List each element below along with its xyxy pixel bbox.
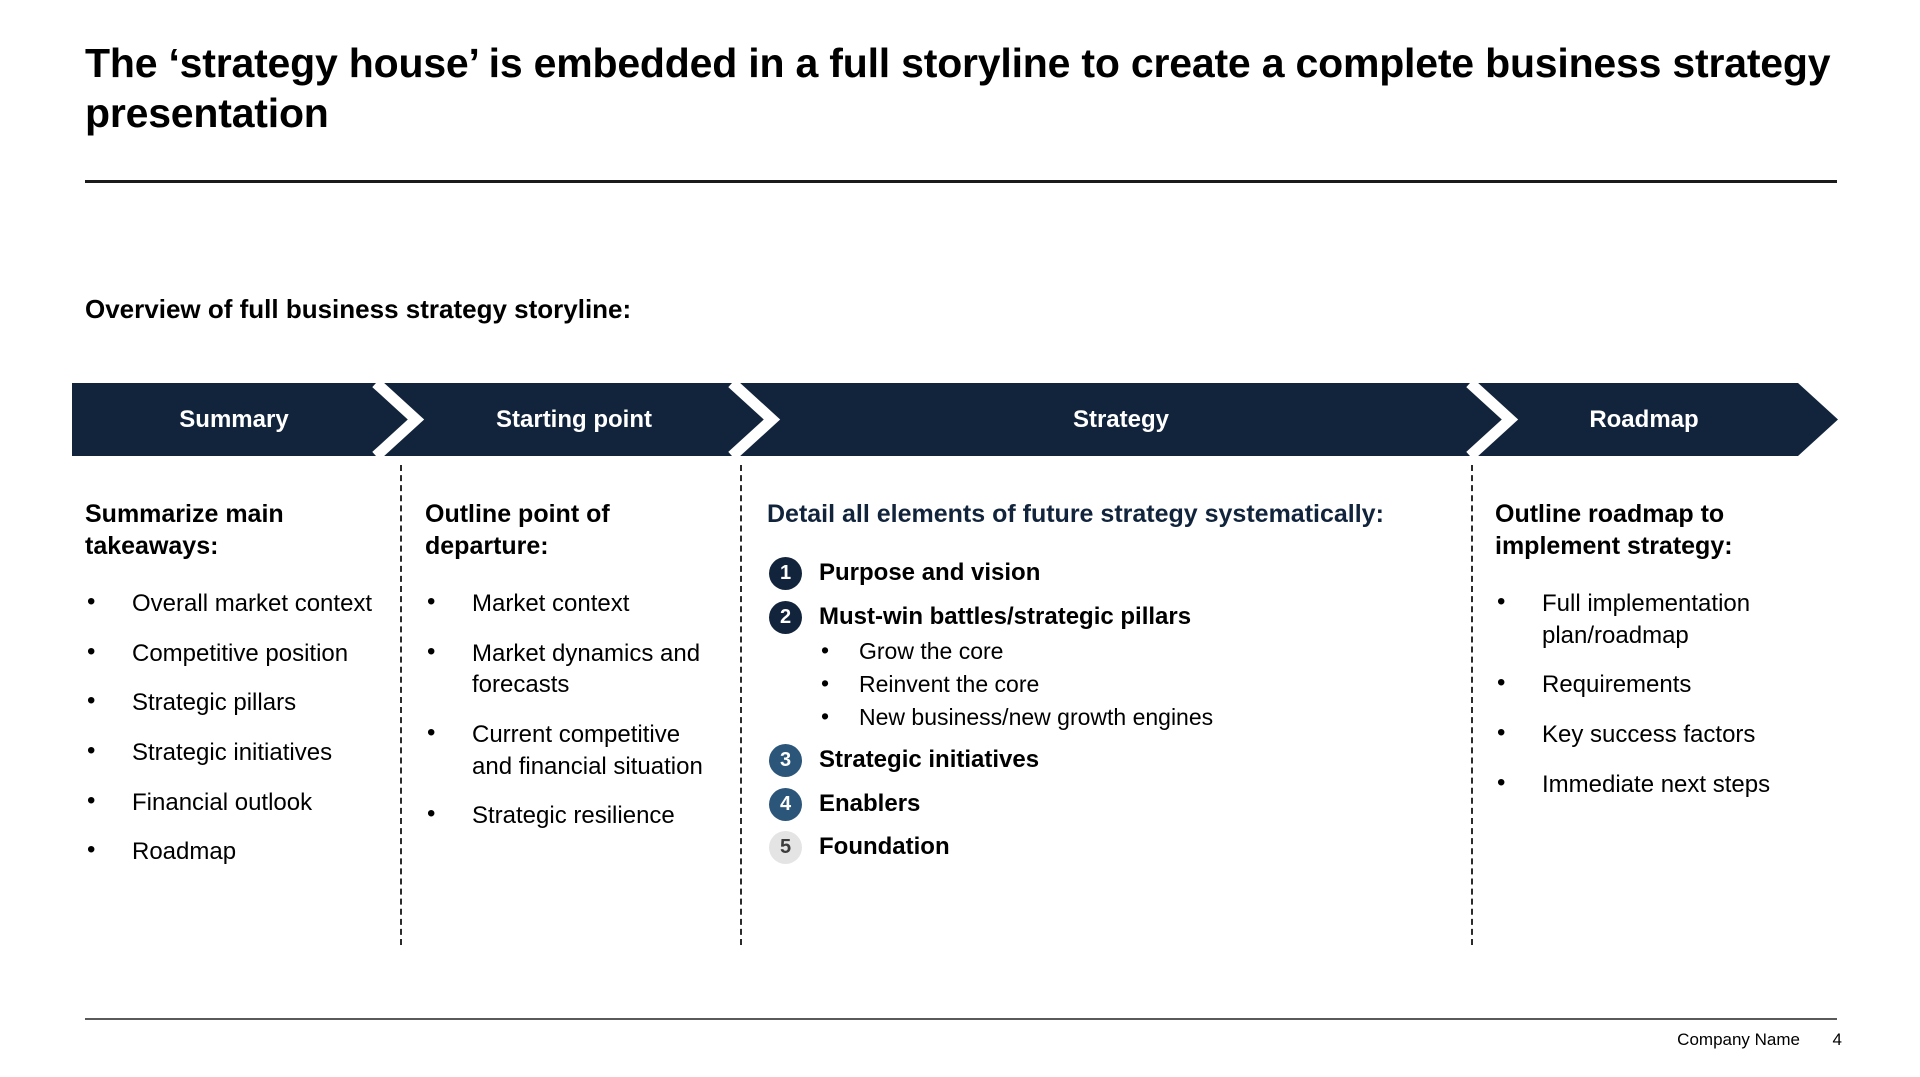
list-item: Grow the core	[819, 634, 1407, 668]
strategy-item-enablers[interactable]: 4 Enablers	[767, 787, 1407, 821]
list-item: Immediate next steps	[1495, 767, 1805, 801]
column-divider-1	[400, 465, 402, 945]
chevron-separator-2	[728, 383, 781, 456]
title-divider-rule	[85, 180, 1837, 183]
strategy-item-purpose-and-vision[interactable]: 1 Purpose and vision	[767, 556, 1407, 590]
strategy-item-title: Must-win battles/strategic pillars	[819, 602, 1192, 630]
column-strategy: Detail all elements of future strategy s…	[767, 498, 1407, 874]
list-item: Requirements	[1495, 667, 1805, 701]
strategy-item-title: Enablers	[819, 789, 921, 817]
storyline-chevron-banner: Summary Starting point Strategy Roadmap	[72, 383, 1838, 456]
strategy-item-title: Strategic initiatives	[819, 746, 1040, 774]
strategy-item-must-win-battles[interactable]: 2 Must-win battles/strategic pillars Gro…	[767, 600, 1407, 734]
page-title: The ‘strategy house’ is embedded in a fu…	[85, 40, 1831, 137]
column-strategy-heading: Detail all elements of future strategy s…	[767, 500, 1384, 528]
list-item: New business/new growth engines	[819, 700, 1407, 734]
number-badge-2: 2	[769, 600, 802, 634]
list-item: Competitive position	[85, 636, 375, 670]
list-item: Market context	[425, 586, 725, 620]
number-badge-5: 5	[769, 831, 802, 865]
column-roadmap-bullet-list: Full implementation plan/roadmap Require…	[1495, 586, 1805, 801]
column-roadmap: Outline roadmap to implement strategy: F…	[1495, 498, 1805, 818]
list-item: Market dynamics and forecasts	[425, 636, 725, 701]
chevron-banner-shape	[72, 383, 1838, 456]
column-summary: Summarize main takeaways: Overall market…	[85, 498, 375, 886]
list-item: Strategic initiatives	[85, 735, 375, 769]
strategy-subbullet-list: Grow the core Reinvent the core New busi…	[819, 634, 1407, 734]
chevron-separator-1	[372, 383, 425, 456]
column-summary-heading: Summarize main takeaways:	[85, 500, 284, 560]
list-item: Current competitive and financial situat…	[425, 717, 725, 782]
chevron-separator-3	[1466, 383, 1519, 456]
list-item: Financial outlook	[85, 785, 375, 819]
list-item: Reinvent the core	[819, 667, 1407, 701]
footer-divider-rule	[85, 1018, 1837, 1020]
list-item: Strategic resilience	[425, 798, 725, 832]
column-summary-bullet-list: Overall market context Competitive posit…	[85, 586, 375, 868]
footer-company-name: Company Name	[1677, 1030, 1800, 1049]
number-badge-1: 1	[769, 557, 802, 590]
list-item: Full implementation plan/roadmap	[1495, 586, 1805, 651]
column-divider-3	[1471, 465, 1473, 945]
section-subtitle: Overview of full business strategy story…	[85, 294, 632, 324]
strategy-item-title: Purpose and vision	[819, 559, 1041, 586]
list-item: Overall market context	[85, 586, 375, 620]
number-badge-3: 3	[769, 744, 802, 778]
number-badge-4: 4	[769, 787, 802, 821]
column-starting-point-bullet-list: Market context Market dynamics and forec…	[425, 586, 725, 832]
strategy-item-foundation[interactable]: 5 Foundation	[767, 830, 1407, 865]
strategy-item-strategic-initiatives[interactable]: 3 Strategic initiatives	[767, 743, 1407, 778]
column-starting-point: Outline point of departure: Market conte…	[425, 498, 725, 850]
footer-page-number: 4	[1832, 1030, 1842, 1049]
column-starting-point-heading: Outline point of departure:	[425, 500, 610, 560]
strategy-item-title: Foundation	[819, 833, 950, 861]
list-item: Strategic pillars	[85, 685, 375, 719]
list-item: Key success factors	[1495, 717, 1805, 751]
column-roadmap-heading: Outline roadmap to implement strategy:	[1495, 500, 1733, 560]
list-item: Roadmap	[85, 834, 375, 868]
column-divider-2	[740, 465, 742, 945]
column-strategy-numbered-list: 1 Purpose and vision 2 Must-win battles/…	[767, 556, 1407, 865]
